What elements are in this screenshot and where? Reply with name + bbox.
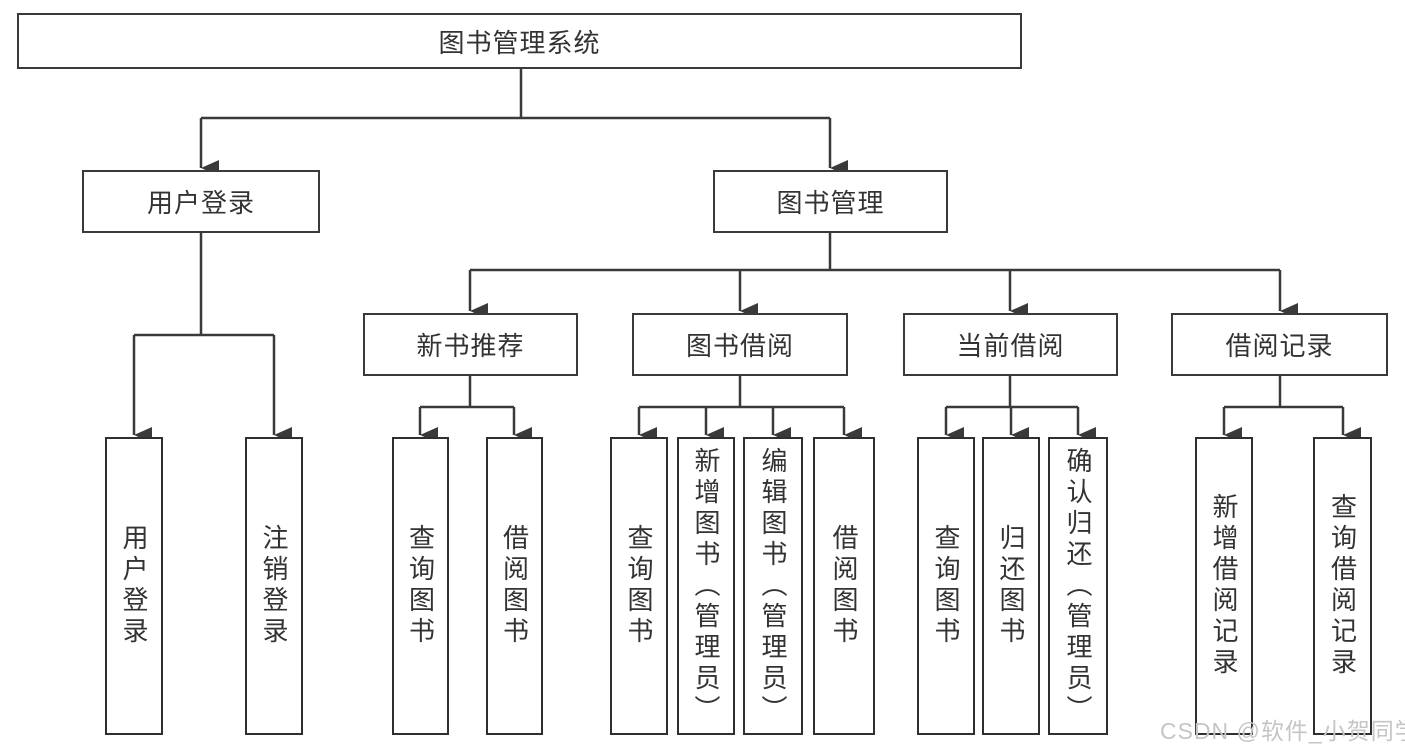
leaf-return-books: 归还图书	[982, 437, 1040, 735]
leaf-current-query-books-label: 查询图书	[931, 524, 961, 648]
node-current-borrow: 当前借阅	[903, 313, 1118, 376]
leaf-add-borrow-record: 新增借阅记录	[1195, 437, 1253, 735]
node-new-book-recommend: 新书推荐	[363, 313, 578, 376]
node-book-borrow: 图书借阅	[632, 313, 848, 376]
leaf-query-borrow-record: 查询借阅记录	[1313, 437, 1372, 735]
leaf-add-book-admin: 新增图书（管理员）	[677, 437, 735, 735]
leaf-newbooks-query-books-label: 查询图书	[405, 524, 436, 648]
node-user-login-label: 用户登录	[146, 188, 255, 218]
leaf-borrow-query-books-label: 查询图书	[624, 524, 654, 648]
node-new-book-recommend-label: 新书推荐	[416, 331, 525, 361]
leaf-confirm-return-admin: 确认归还（管理员）	[1048, 437, 1108, 735]
leaf-user-login-label: 用户登录	[119, 524, 149, 648]
leaf-logout: 注销登录	[245, 437, 303, 735]
leaf-confirm-return-admin-label: 确认归还（管理员）	[1063, 446, 1093, 726]
leaf-logout-label: 注销登录	[259, 524, 289, 648]
leaf-borrow-books: 借阅图书	[813, 437, 875, 735]
root-node-library-system: 图书管理系统	[17, 13, 1022, 69]
leaf-newbooks-query-books: 查询图书	[392, 437, 449, 735]
node-borrow-records: 借阅记录	[1171, 313, 1388, 376]
node-user-login: 用户登录	[82, 170, 320, 233]
node-current-borrow-label: 当前借阅	[956, 331, 1065, 361]
node-book-management: 图书管理	[713, 170, 948, 233]
leaf-add-book-admin-label: 新增图书（管理员）	[691, 446, 721, 726]
leaf-query-borrow-record-label: 查询借阅记录	[1327, 493, 1358, 679]
root-node-label: 图书管理系统	[438, 27, 601, 58]
node-book-borrow-label: 图书借阅	[685, 331, 794, 361]
leaf-add-borrow-record-label: 新增借阅记录	[1209, 493, 1239, 679]
leaf-borrow-query-books: 查询图书	[610, 437, 668, 735]
leaf-user-login: 用户登录	[105, 437, 163, 735]
node-book-management-label: 图书管理	[776, 188, 885, 218]
leaf-edit-book-admin-label: 编辑图书（管理员）	[758, 446, 788, 726]
leaf-current-query-books: 查询图书	[917, 437, 975, 735]
leaf-edit-book-admin: 编辑图书（管理员）	[743, 437, 803, 735]
leaf-borrow-books-label: 借阅图书	[829, 524, 859, 648]
csdn-watermark: CSDN @软件_小贺同学	[1160, 718, 1405, 744]
leaf-return-books-label: 归还图书	[996, 524, 1026, 648]
leaf-newbooks-borrow-books: 借阅图书	[486, 437, 543, 735]
node-borrow-records-label: 借阅记录	[1225, 331, 1334, 361]
leaf-newbooks-borrow-books-label: 借阅图书	[499, 524, 530, 648]
